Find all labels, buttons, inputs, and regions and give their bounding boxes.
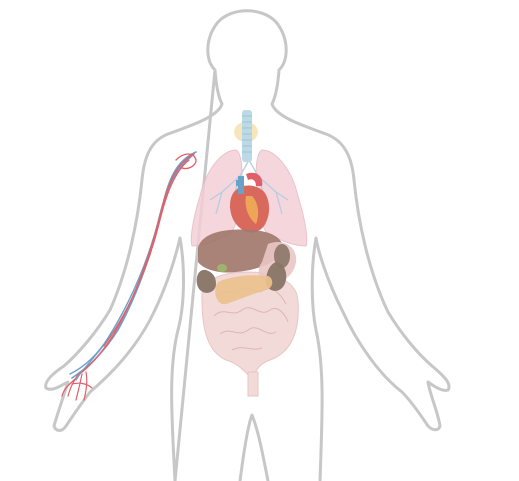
artery-loop (175, 153, 197, 170)
spleen (274, 244, 290, 268)
trachea (242, 110, 252, 162)
liver (198, 229, 283, 273)
arm-vessels (61, 151, 197, 401)
hand-arteries (61, 371, 93, 401)
gallbladder (217, 264, 227, 272)
pancreas (215, 275, 273, 305)
heart (230, 172, 270, 233)
artery-2 (103, 159, 190, 347)
artery-1 (81, 153, 195, 373)
